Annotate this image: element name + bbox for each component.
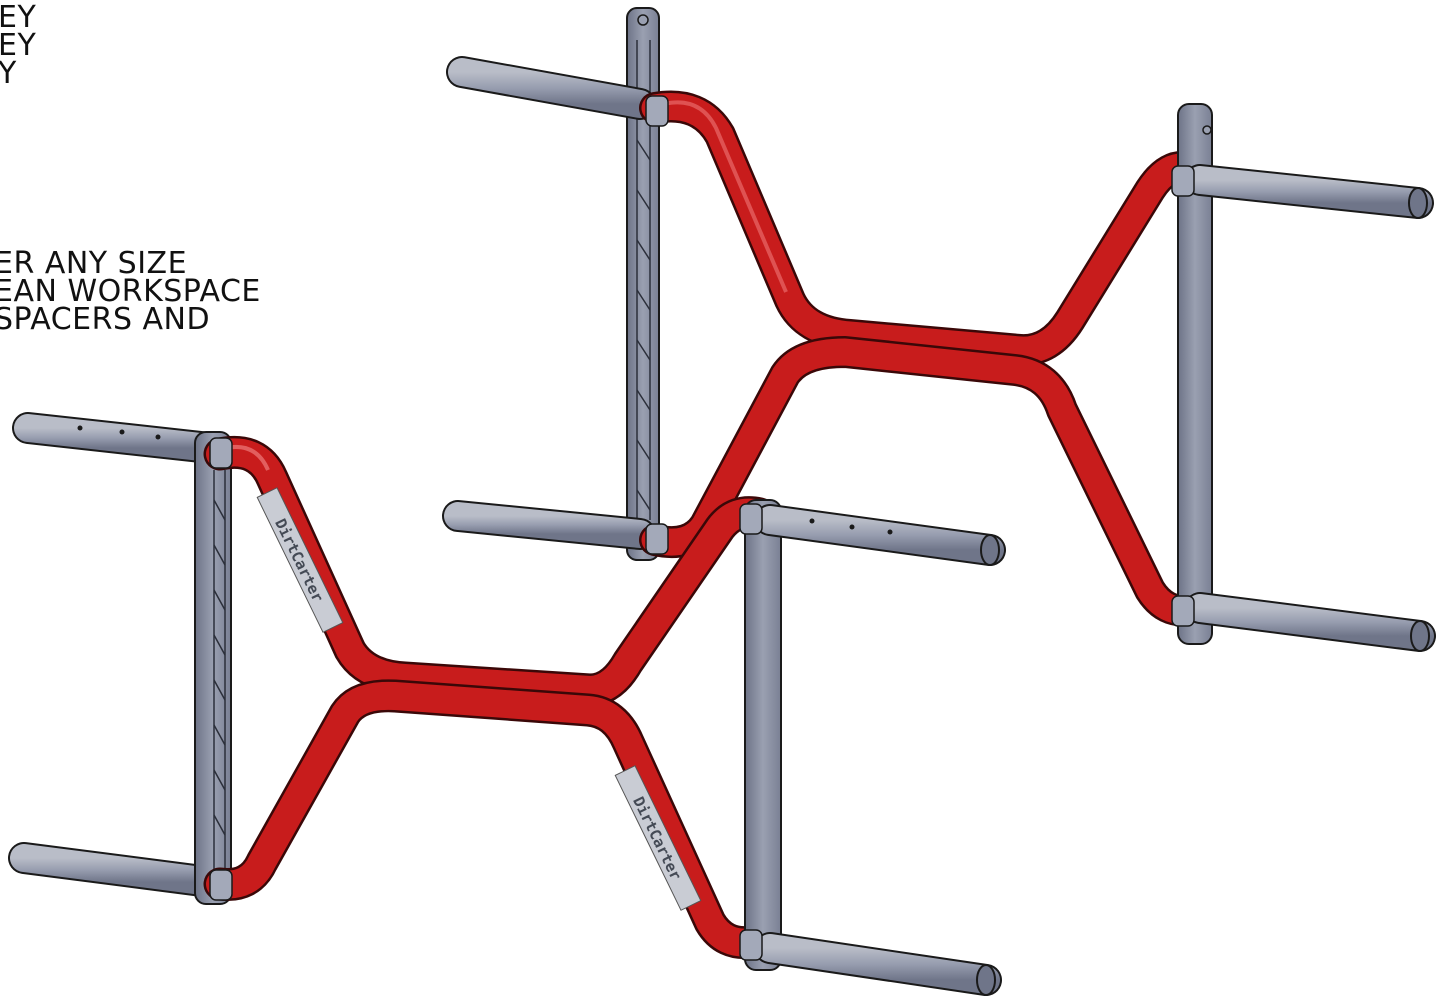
side-plate [626,7,660,561]
collar [645,95,669,127]
note-text-middle: ER ANY SIZE EAN WORKSPACE SPACERS AND [0,246,261,337]
side-bar [754,504,1006,566]
side-bar [12,412,226,464]
side-bar [8,842,226,898]
collar [739,503,763,535]
side-plate [1177,103,1213,645]
rack-assembly-front[interactable]: DirtCarter DirtCarter [8,412,1006,996]
note-line: Y [0,56,17,91]
note-line: SPACERS AND [0,302,211,337]
collar [739,929,763,961]
side-bar [754,932,1002,996]
note-line: ER ANY SIZE [0,246,188,281]
note-text-top: EY EY Y [0,0,37,91]
side-bar [442,500,656,550]
collar [1171,595,1195,627]
side-bar [446,56,656,120]
note-line: EY [0,0,37,35]
pivot-bolt [637,14,649,26]
red-frame-front [203,435,777,960]
side-bar [1184,592,1436,652]
collar [645,523,669,555]
side-plate [744,499,782,971]
collar [1171,165,1195,197]
note-line: EY [0,28,37,63]
rack-assembly-back[interactable] [442,7,1436,652]
pivot-bolt [1202,125,1212,135]
side-bar [1184,164,1434,219]
collar [209,437,233,469]
collar [209,869,233,901]
rung-ladder [213,470,226,870]
note-line: EAN WORKSPACE [0,274,261,309]
